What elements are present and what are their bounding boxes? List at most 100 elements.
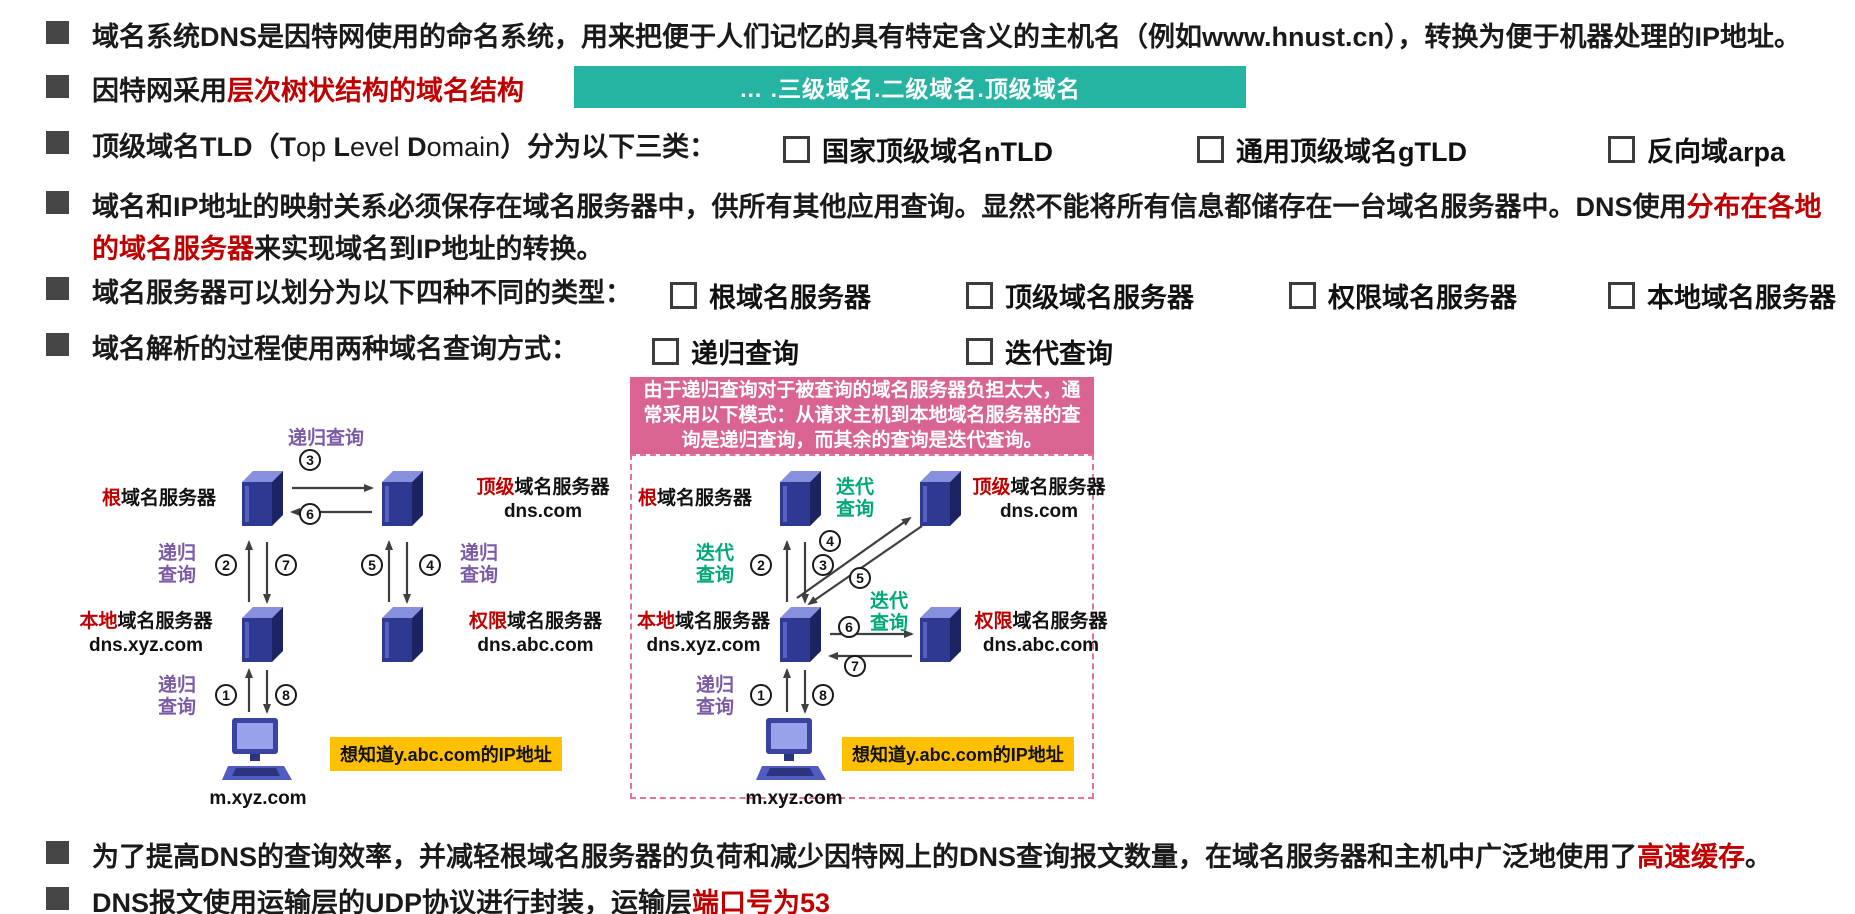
udp-red: 端口号为53 [692,888,831,914]
hierarchy-text: 因特网采用层次树状结构的域名结构 [92,70,524,112]
root-server-label-right: 根域名服务器 [638,487,752,511]
label-line2: 查询 [836,499,875,520]
tld-server-label-left: 顶级域名服务器 dns.com [468,476,618,524]
auth-server-label-left: 权限域名服务器 dns.abc.com [458,610,613,658]
label-line1: 迭代 [696,543,735,564]
step-circle-7-left: 7 [275,554,297,576]
checkbox-icon [1608,136,1635,163]
bullet-row-tld: 顶级域名TLD（Top Level Domain）分为以下三类： 国家顶级域名n… [0,126,1855,172]
checkbox-label: 迭代查询 [1005,339,1113,369]
step-circle-1-right: 1 [750,684,772,706]
bullet-square-icon [46,21,69,44]
step-circle-4-right: 4 [819,530,841,552]
tld-op: op [295,132,334,162]
query-modes-text: 域名解析的过程使用两种域名查询方式： [92,334,578,364]
label-red: 顶级 [972,477,1011,498]
label-line1: 递归 [158,543,197,564]
checkbox-item-gtld: 通用顶级域名gTLD [1197,130,1467,169]
iterative-query-label-left-mid-right: 迭代 查询 [696,543,734,587]
local-hostname: dns.xyz.com [646,635,761,656]
server-icon-local-left [242,607,283,662]
label-line2: 查询 [158,565,197,586]
checkbox-item-arpa: 反向域arpa [1608,130,1785,169]
tld-T: T [279,132,296,162]
iterative-query-label-top-right: 迭代 查询 [836,477,874,521]
tld-server-label-right: 顶级域名服务器 dns.com [964,476,1114,524]
label-line1: 迭代 [870,591,909,612]
tld-post: ）分为以下三类： [500,132,717,162]
bullet-row-mapping: 域名和IP地址的映射关系必须保存在域名服务器中，供所有其他应用查询。显然不能将所… [0,186,1855,276]
checkbox-item-local-server: 本地域名服务器 [1608,276,1836,315]
checkbox-label: 顶级域名服务器 [1005,283,1194,313]
recursive-query-label-top: 递归查询 [288,428,365,449]
bullet-square-icon [46,333,69,356]
server-icon-tld-left [382,471,423,526]
dns-intro-segment: 域名系统DNS是因特网使用的命名系统，用来把便于人们记忆的具有特定含义的主机名（… [92,22,1802,52]
tld-text: 顶级域名TLD（Top Level Domain）分为以下三类： [92,126,716,168]
label-rest: 域名服务器 [121,488,217,509]
label-rest: 域名服务器 [507,611,603,632]
server-icon-root-right [780,471,821,526]
cache-red: 高速缓存 [1637,842,1746,872]
want-ip-callout-right: 想知道y.abc.com的IP地址 [842,737,1074,771]
local-server-label-right: 本地域名服务器 dns.xyz.com [626,610,781,658]
cache-text: 为了提高DNS的查询效率，并减轻根域名服务器的负荷和减少因特网上的DNS查询报文… [92,836,1772,878]
bullet-square-icon [46,887,69,910]
auth-server-label-right: 权限域名服务器 dns.abc.com [966,610,1116,658]
step-circle-7-right: 7 [844,655,866,677]
step-circle-8-left: 8 [275,684,297,706]
label-red: 本地 [636,611,675,632]
label-line2: 查询 [696,565,735,586]
iterative-diagram-border [630,454,1094,799]
checkbox-item-recursive: 递归查询 [652,332,799,371]
server-icon-root-left [242,471,283,526]
server-icon-local-right [780,607,821,662]
server-icon-auth-left [382,607,423,662]
step-circle-8-right: 8 [812,684,834,706]
bullet-square-icon [46,131,69,154]
cache-seg2: 。 [1745,842,1773,872]
recursive-query-label-left-mid: 递归 查询 [158,543,196,587]
note-text: 由于递归查询对于被查询的域名服务器负担太大，通常采用以下模式：从请求主机到本地域… [643,380,1081,451]
local-server-label-left: 本地域名服务器 dns.xyz.com [66,610,226,658]
udp-seg1: DNS报文使用运输层的UDP协议进行封装，运输层 [92,888,693,914]
bullet-row-query-modes: 域名解析的过程使用两种域名查询方式： 递归查询 迭代查询 [0,328,1855,374]
auth-hostname: dns.abc.com [477,635,594,656]
checkbox-icon [966,338,993,365]
label-red: 权限 [468,611,507,632]
recursive-query-label-host-right: 递归 查询 [696,675,734,719]
bullet-row-cache: 为了提高DNS的查询效率，并减轻根域名服务器的负荷和减少因特网上的DNS查询报文… [0,836,1855,882]
tld-D: D [407,132,427,162]
step-circle-2-right: 2 [750,554,772,576]
hierarchy-red: 层次树状结构的域名结构 [227,76,524,106]
label-rest: 域名服务器 [117,611,213,632]
label-line2: 查询 [696,697,735,718]
step-circle-6-right: 6 [838,616,860,638]
mapping-seg2: 来实现域名到IP地址的转换。 [254,234,604,264]
recursive-query-label-host-left: 递归 查询 [158,675,196,719]
bullet-row-udp: DNS报文使用运输层的UDP协议进行封装，运输层端口号为53 [0,882,1855,914]
checkbox-item-auth-server: 权限域名服务器 [1289,276,1517,315]
label-line1: 递归 [696,675,735,696]
server-types-text: 域名服务器可以划分为以下四种不同的类型： [92,278,632,308]
checkbox-icon [670,282,697,309]
host-computer-icon-right [756,718,826,780]
step-circle-6-left: 6 [299,503,321,525]
bullet-row-server-types: 域名服务器可以划分为以下四种不同的类型： 根域名服务器 顶级域名服务器 权限域名… [0,272,1855,318]
domain-levels-text: … .三级域名.二级域名.顶级域名 [739,76,1081,102]
label-line2: 查询 [158,697,197,718]
label-rest: 域名服务器 [1012,611,1108,632]
bullet-square-icon [46,277,69,300]
recursive-query-label-right-mid: 递归 查询 [460,543,498,587]
tld-omain: omain [426,132,501,162]
checkbox-icon [1608,282,1635,309]
checkbox-item-tld-server: 顶级域名服务器 [966,276,1194,315]
label-rest: 域名服务器 [675,611,771,632]
label-red: 根 [102,488,122,509]
bullet-square-icon [46,75,69,98]
label-red: 根 [638,488,658,509]
want-ip-callout-left: 想知道y.abc.com的IP地址 [330,737,562,771]
label-rest: 域名服务器 [1010,477,1106,498]
checkbox-icon [1197,136,1224,163]
